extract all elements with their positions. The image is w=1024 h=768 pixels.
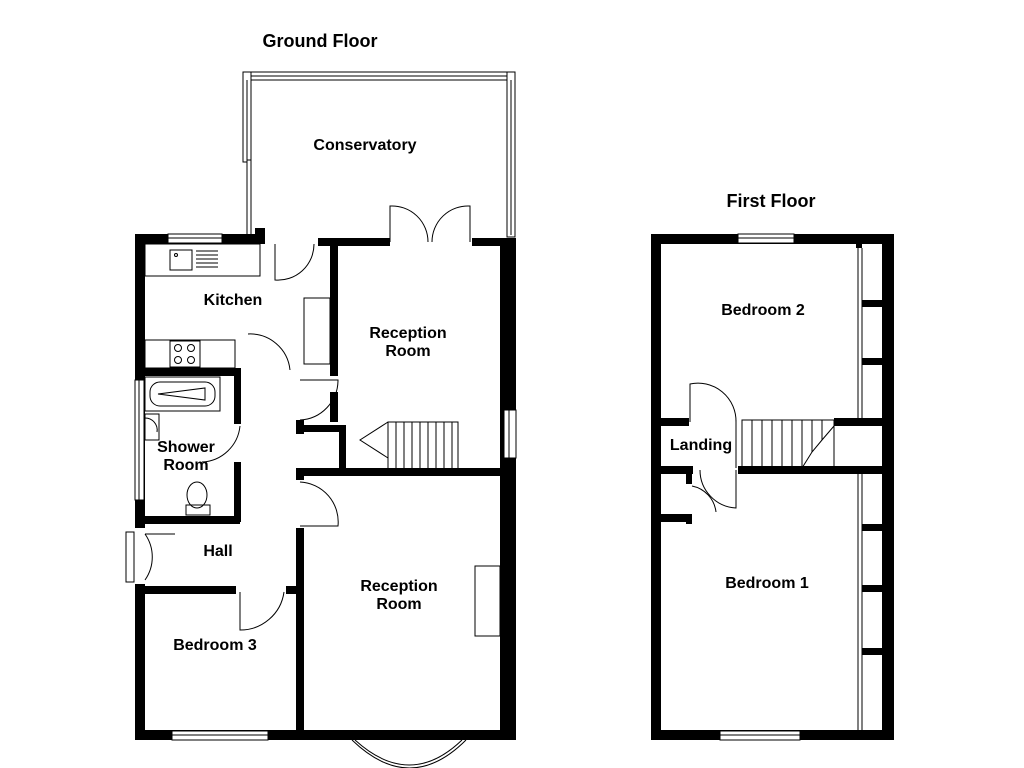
first-doors: [689, 382, 737, 513]
room-label-bedroom3: Bedroom 3: [173, 637, 257, 654]
ground-interior-walls: [140, 238, 506, 730]
first-stairs: [735, 419, 835, 469]
room-label-reception-rear-1: Reception: [369, 325, 446, 342]
ground-floor-plan: Ground Floor Conservatory Kitchen Recept…: [125, 31, 517, 768]
room-label-shower-1: Shower: [157, 439, 215, 456]
ground-windows: [134, 233, 517, 768]
conservatory-frame: [242, 71, 516, 239]
first-windows: [719, 233, 801, 741]
front-door: [125, 528, 175, 584]
room-label-conservatory: Conservatory: [313, 137, 416, 154]
room-label-bedroom2: Bedroom 2: [721, 302, 805, 319]
kitchen-fittings: [144, 243, 331, 369]
room-label-reception-rear-2: Room: [385, 343, 430, 360]
room-label-hall: Hall: [203, 543, 232, 560]
ground-stairs: [359, 421, 459, 471]
wardrobes: [857, 248, 863, 730]
first-floor-title: First Floor: [727, 191, 816, 211]
first-interior-walls: [651, 244, 888, 655]
room-label-reception-front-2: Room: [376, 596, 421, 613]
room-label-shower-2: Room: [163, 457, 208, 474]
ground-floor-title: Ground Floor: [263, 31, 378, 51]
room-label-reception-front-1: Reception: [360, 578, 437, 595]
room-label-kitchen: Kitchen: [204, 292, 263, 309]
shower-fittings: [144, 376, 221, 516]
room-label-landing: Landing: [670, 437, 732, 454]
room-label-bedroom1: Bedroom 1: [725, 575, 809, 592]
chimney-breast: [474, 565, 501, 637]
first-floor-plan: First Floor Bedroom 2 Landing Bedroom 1: [651, 191, 894, 741]
drainer-lines: [196, 250, 218, 268]
ground-doors: [201, 205, 471, 631]
